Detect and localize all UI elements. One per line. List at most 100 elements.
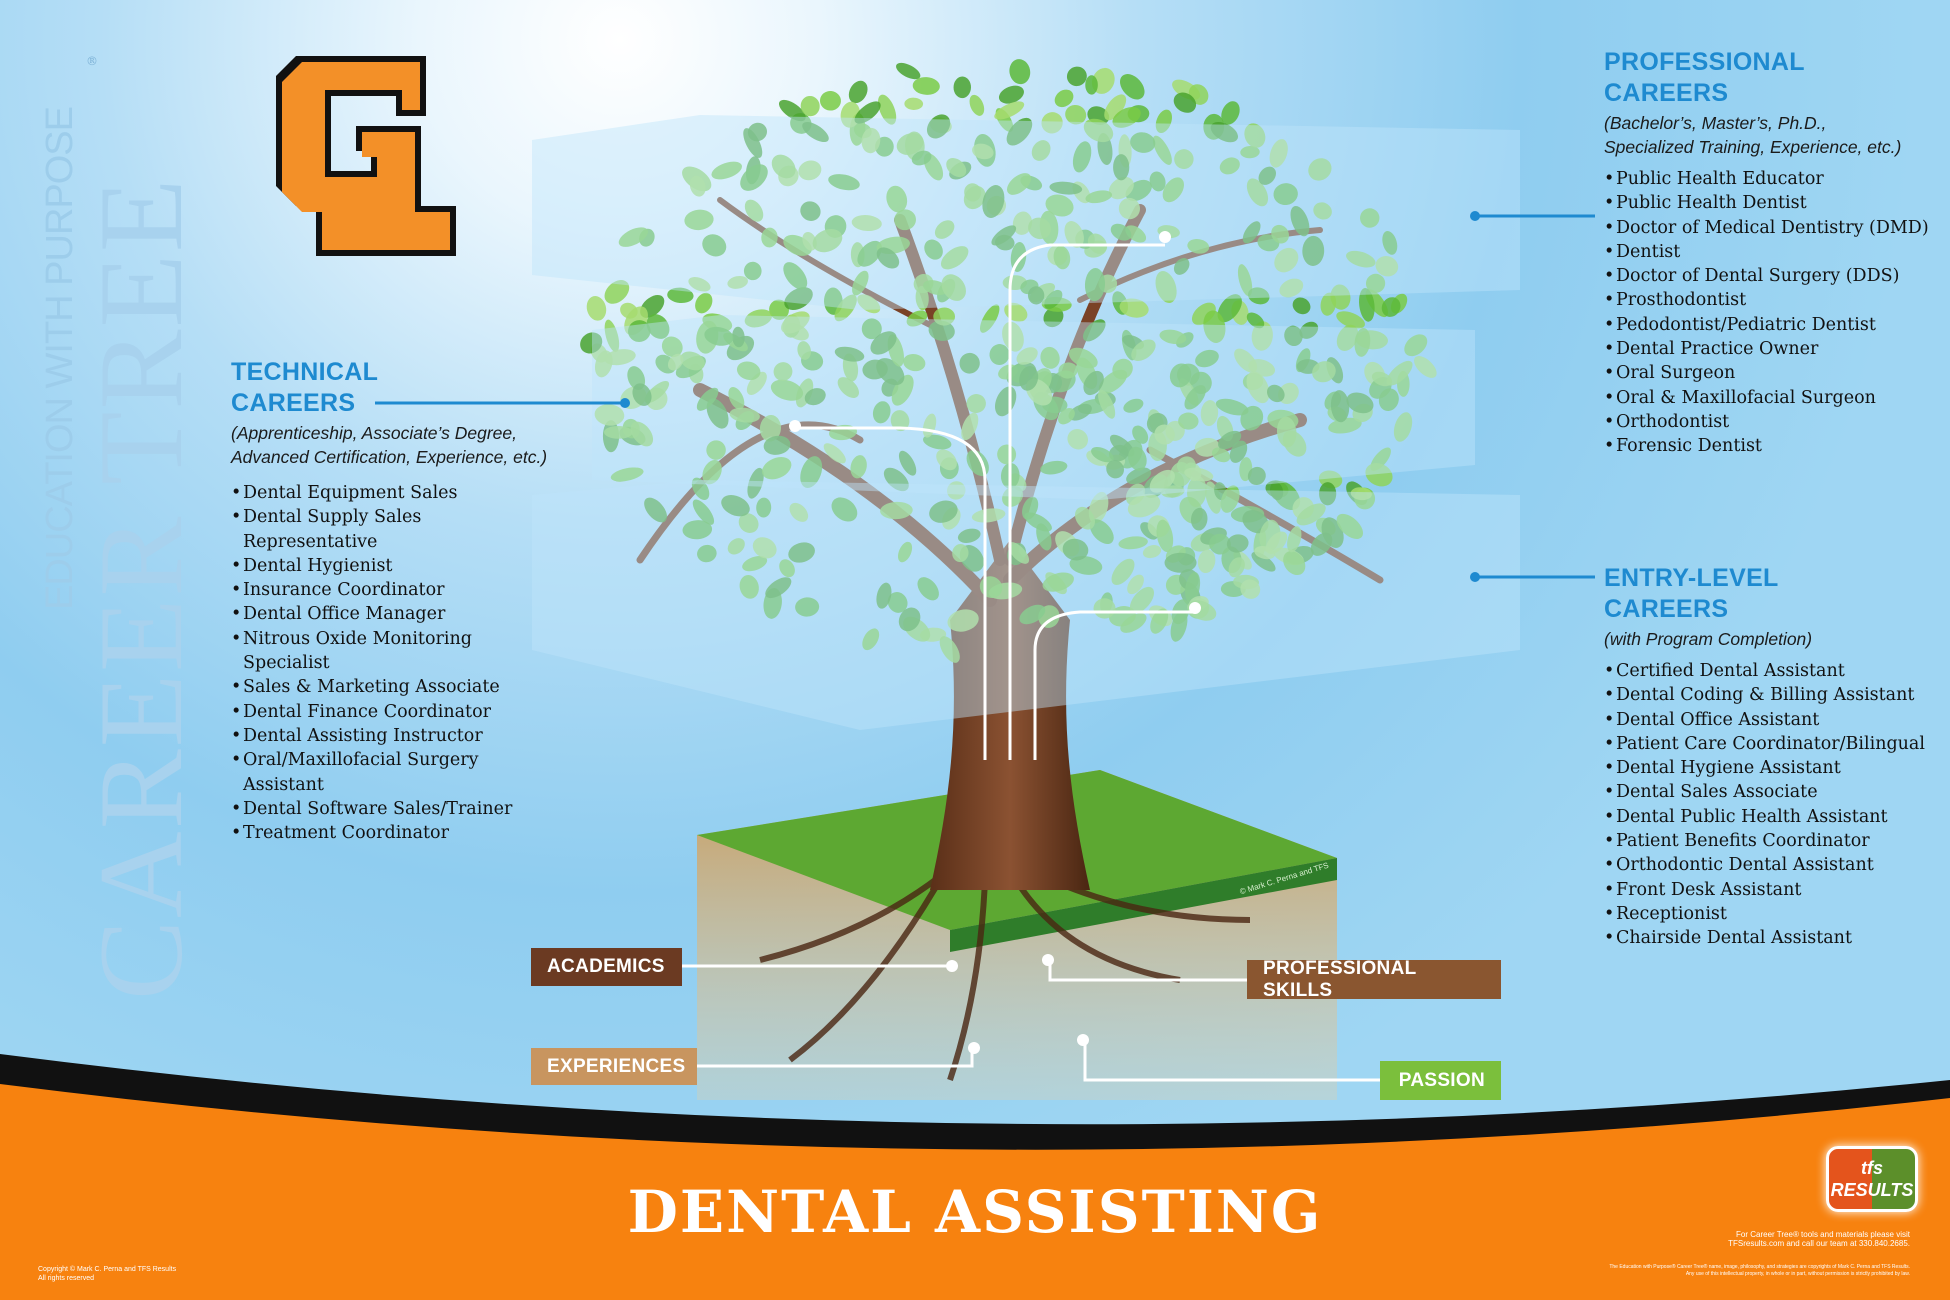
leaf xyxy=(769,299,789,320)
leaf xyxy=(1246,371,1270,404)
leaf xyxy=(1336,324,1359,351)
leaf xyxy=(953,76,971,99)
leaf xyxy=(789,502,809,522)
leaf xyxy=(747,467,764,499)
leaf xyxy=(1247,466,1266,486)
leaf xyxy=(1120,613,1147,633)
leaf xyxy=(897,541,913,563)
leaf xyxy=(1083,370,1104,396)
career-list-item: Chairside Dental Assistant xyxy=(1604,926,1944,951)
leaf xyxy=(1028,217,1051,240)
leaf xyxy=(1149,171,1166,192)
leaf xyxy=(876,247,900,269)
leaf xyxy=(971,508,1006,523)
leaf xyxy=(739,575,759,599)
leaf xyxy=(966,394,986,414)
career-list-item: Dental Finance Coordinator xyxy=(231,700,521,725)
leaf xyxy=(721,495,750,517)
leaf xyxy=(594,350,613,378)
leaf xyxy=(1129,586,1155,614)
career-list-item: Nitrous Oxide Monitoring Specialist xyxy=(231,627,521,676)
career-list-item: Pedodontist/Pediatric Dentist xyxy=(1604,313,1944,338)
root-professional-skills: PROFESSIONAL SKILLS xyxy=(1247,958,1501,1001)
leaf xyxy=(861,318,882,340)
leaf xyxy=(1184,385,1206,410)
leaf xyxy=(1346,250,1376,268)
leaf xyxy=(946,158,967,178)
leaf xyxy=(819,90,841,111)
copyright-line-2: All rights reserved xyxy=(38,1275,95,1282)
career-list-item: Dental Hygienist xyxy=(231,554,521,579)
leaf xyxy=(1128,446,1147,471)
leaf xyxy=(1162,177,1185,203)
leaf xyxy=(1126,467,1152,485)
leaf xyxy=(851,215,882,232)
leaf xyxy=(926,114,951,139)
leaf xyxy=(1058,362,1078,379)
leaf xyxy=(727,538,745,555)
leaf xyxy=(1132,425,1149,444)
leaf xyxy=(618,227,649,247)
leaf xyxy=(924,239,943,260)
leaf xyxy=(736,361,761,381)
leaf xyxy=(1156,519,1174,553)
leaf xyxy=(922,434,952,450)
leaf xyxy=(1328,417,1362,434)
leaf xyxy=(802,121,829,143)
career-list-item: Dentist xyxy=(1604,240,1944,265)
leaf xyxy=(1057,408,1075,425)
leaf xyxy=(1174,149,1194,169)
leaf xyxy=(894,209,916,231)
leaf xyxy=(862,628,880,651)
leaf xyxy=(1282,430,1307,457)
career-list-item: Public Health Educator xyxy=(1604,167,1944,192)
career-list-item: Forensic Dentist xyxy=(1604,434,1944,459)
leaf xyxy=(1142,545,1162,559)
leaf xyxy=(887,592,908,613)
technical-career-list: Dental Equipment SalesDental Supply Sale… xyxy=(231,481,521,846)
technical-heading-2: CAREERS xyxy=(231,389,356,417)
leaf xyxy=(1127,493,1161,518)
leaf xyxy=(848,80,868,104)
leaf xyxy=(761,457,792,480)
leaf xyxy=(1393,412,1413,442)
leaf xyxy=(1360,208,1380,228)
leaf xyxy=(744,199,764,222)
entry-careers-section: ENTRY-LEVEL CAREERS (with Program Comple… xyxy=(1604,563,1944,951)
leaf xyxy=(854,101,881,124)
leaf xyxy=(1089,519,1114,545)
tree-leaves xyxy=(580,59,1437,663)
leaf xyxy=(1215,398,1249,416)
professional-subtitle-1: (Bachelor’s, Master’s, Ph.D., xyxy=(1604,113,1827,133)
leaf xyxy=(646,314,670,339)
career-list-item: Dental Sales Associate xyxy=(1604,780,1944,805)
leaf xyxy=(1271,224,1289,244)
leaf xyxy=(906,310,928,327)
career-list-item: Dental Practice Owner xyxy=(1604,337,1944,362)
leaf xyxy=(1006,173,1032,195)
leaf xyxy=(946,481,966,500)
leaf xyxy=(1251,321,1273,351)
leaf xyxy=(828,174,860,191)
leaf xyxy=(1365,273,1386,294)
entry-subtitle: (with Program Completion) xyxy=(1604,629,1813,649)
leaf xyxy=(1022,496,1039,520)
tfs-logo: tfs RESULTS xyxy=(1830,1158,1914,1200)
legal-line-1: The Education with Purpose® Career Tree®… xyxy=(1609,1264,1910,1270)
professional-career-list: Public Health EducatorPublic Health Dent… xyxy=(1604,167,1944,459)
leaf xyxy=(1009,59,1031,85)
leaf xyxy=(795,597,820,617)
leaf xyxy=(610,467,644,482)
leaf xyxy=(1246,178,1269,207)
leaf xyxy=(1313,202,1332,220)
leaf xyxy=(704,326,734,346)
leaf xyxy=(1119,298,1149,318)
leaf xyxy=(604,280,630,304)
career-list-item: Patient Benefits Coordinator xyxy=(1604,829,1944,854)
leaf xyxy=(1125,225,1147,243)
contact-line-1: For Career Tree® tools and materials ple… xyxy=(1736,1230,1910,1239)
career-list-item: Dental Office Manager xyxy=(231,602,521,627)
leaf xyxy=(1190,507,1208,531)
leaf xyxy=(1040,346,1060,369)
